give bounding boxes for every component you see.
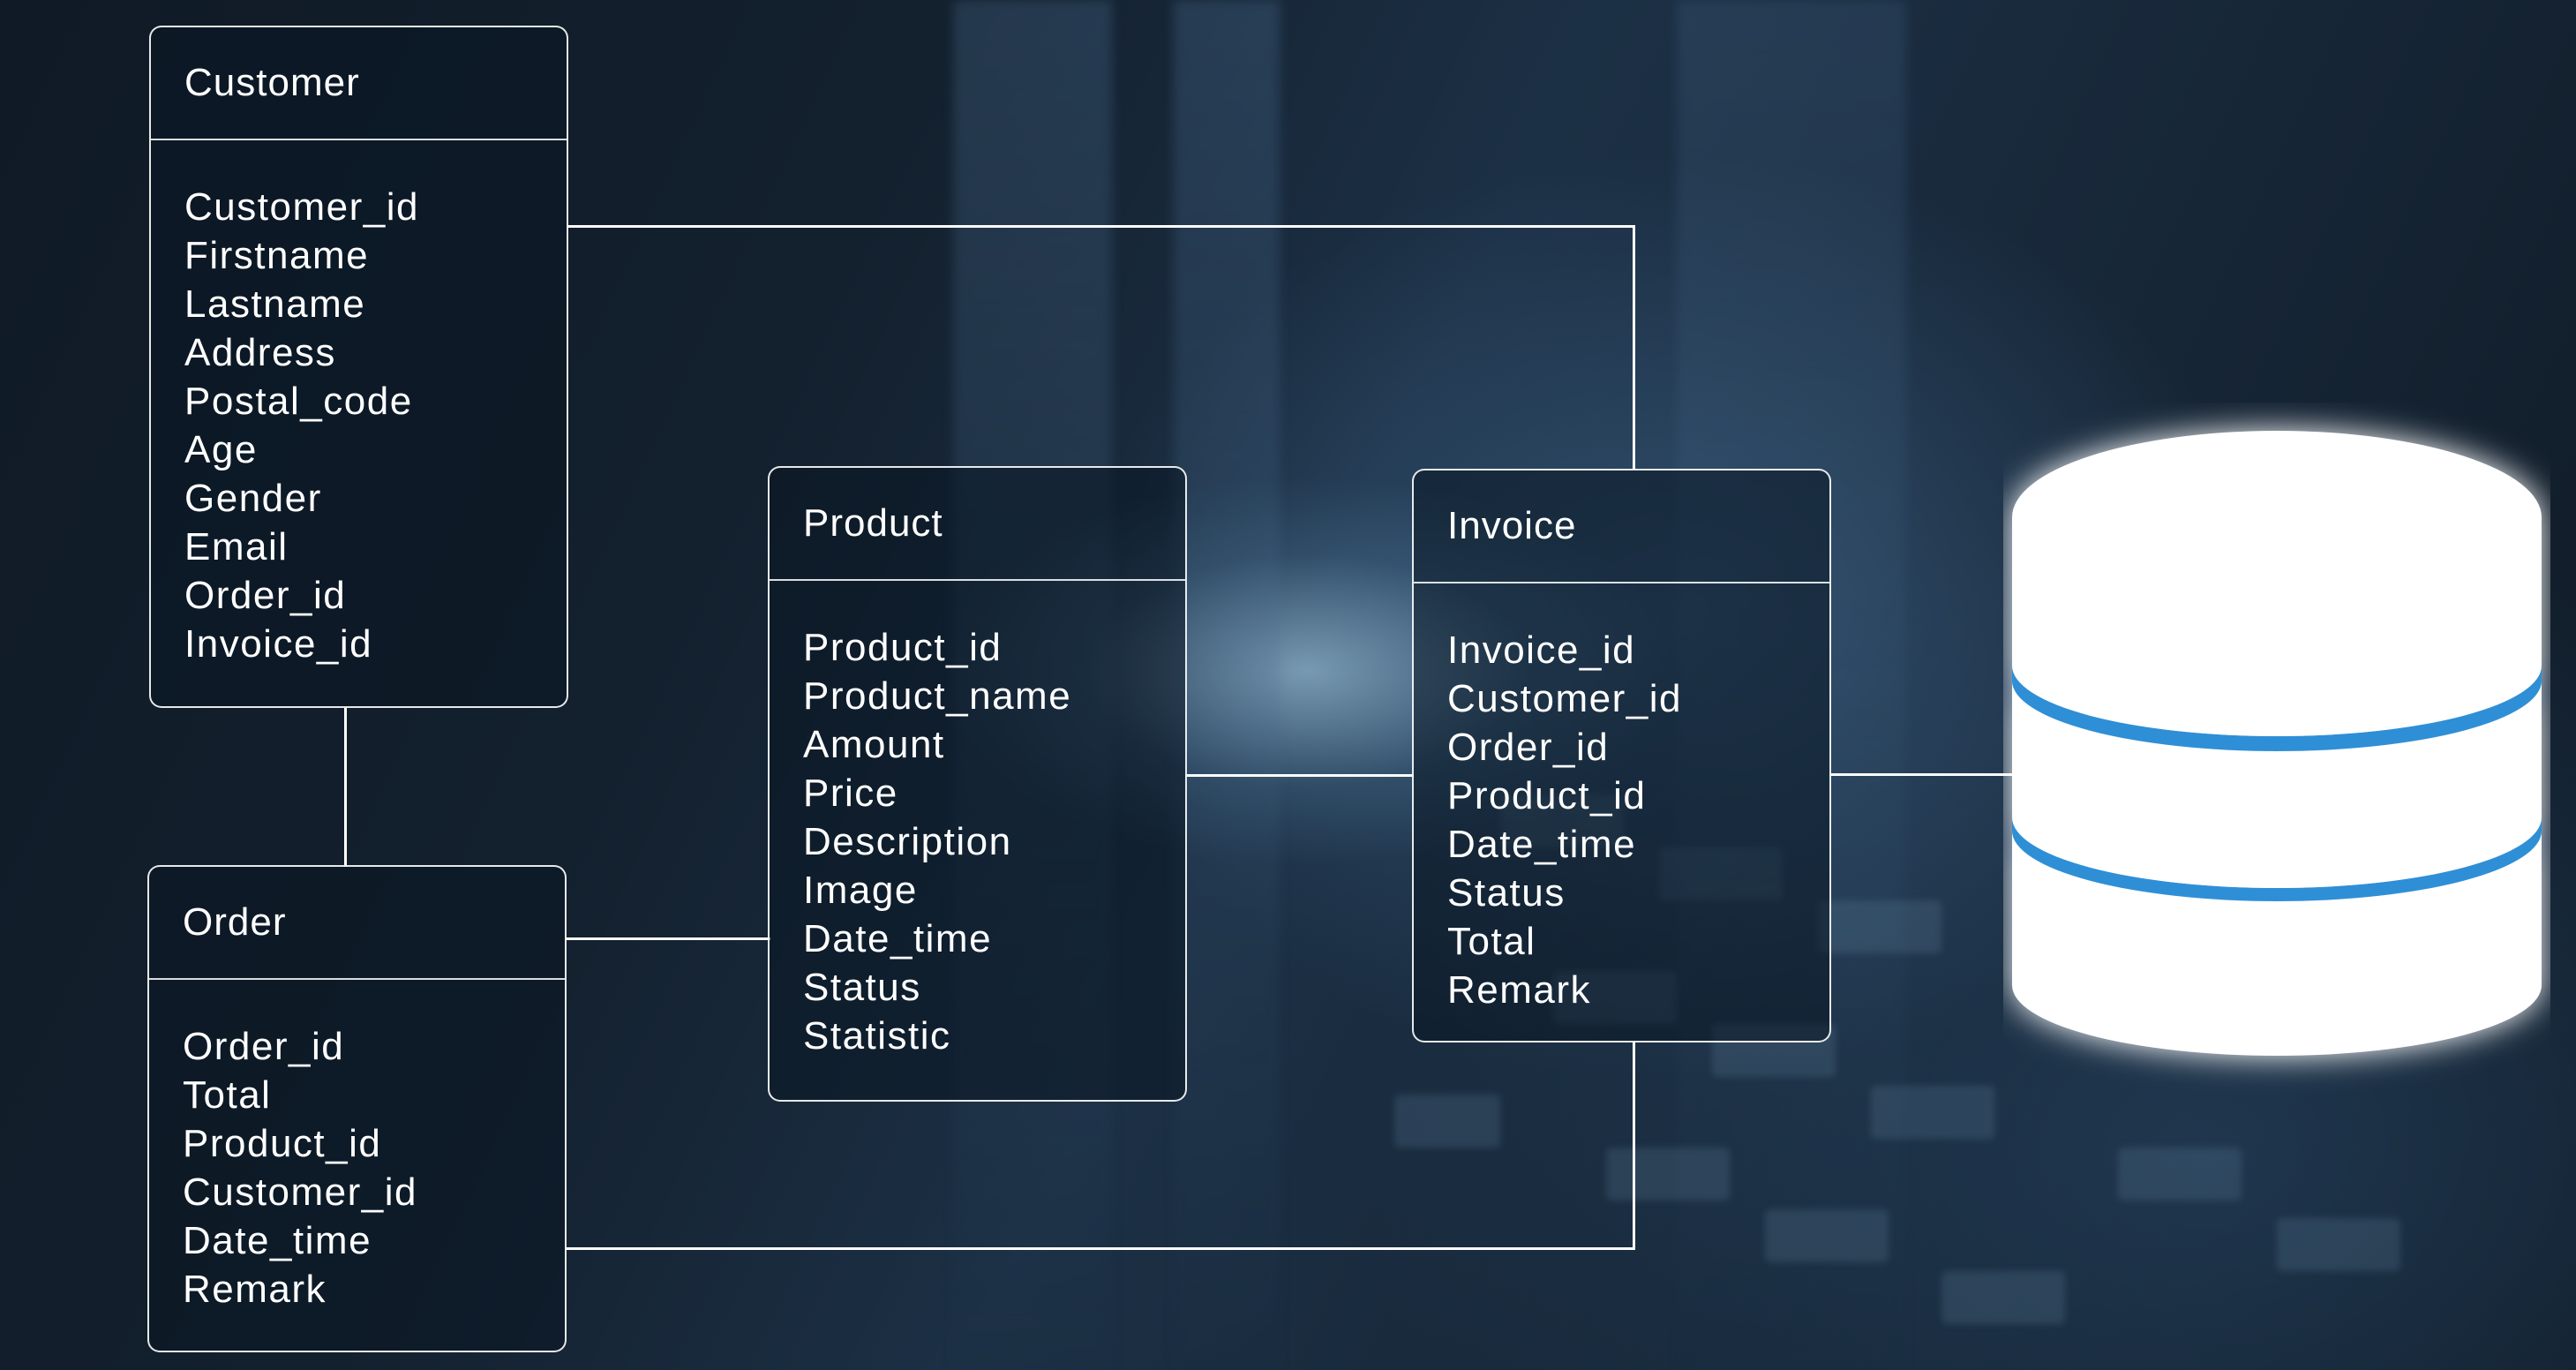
field-date-time: Date_time [1447,823,1637,866]
field-statistic: Statistic [803,1014,951,1058]
field-order-id: Order_id [183,1025,345,1068]
field-status: Status [803,966,921,1009]
entity-customer: Customer Customer_id Firstname Lastname … [149,26,568,708]
field-invoice-id: Invoice_id [184,622,373,666]
field-product-name: Product_name [803,674,1072,718]
entity-customer-title: Customer [151,27,567,140]
field-order-id: Order_id [1447,726,1610,769]
connector-invoice-database [1829,773,2015,776]
connector-customer-invoice-h [567,225,1635,228]
entity-order: Order Order_id Total Product_id Customer… [147,865,567,1352]
field-status: Status [1447,871,1566,915]
connector-order-invoice-v [1633,1042,1635,1250]
entity-order-fields: Order_id Total Product_id Customer_id Da… [149,980,565,1314]
connector-customer-order [344,708,347,867]
field-lastname: Lastname [184,282,366,326]
field-description: Description [803,820,1012,863]
field-email: Email [184,525,289,568]
entity-product-fields: Product_id Product_name Amount Price Des… [770,581,1185,1060]
entity-order-title: Order [149,867,565,980]
field-remark: Remark [183,1268,327,1311]
connector-customer-invoice-v [1633,225,1635,470]
entity-customer-fields: Customer_id Firstname Lastname Address P… [151,140,567,668]
field-remark: Remark [1447,968,1592,1012]
field-product-id: Product_id [803,626,1003,669]
field-firstname: Firstname [184,234,370,277]
connector-order-product [565,937,770,940]
entity-invoice-fields: Invoice_id Customer_id Order_id Product_… [1414,583,1829,1014]
field-image: Image [803,869,918,912]
field-price: Price [803,772,898,815]
field-customer-id: Customer_id [183,1171,417,1214]
field-date-time: Date_time [183,1219,372,1262]
field-customer-id: Customer_id [1447,677,1682,720]
field-amount: Amount [803,723,945,766]
field-date-time: Date_time [803,917,993,960]
field-age: Age [184,428,258,471]
field-gender: Gender [184,477,322,520]
field-order-id: Order_id [184,574,347,617]
entity-invoice: Invoice Invoice_id Customer_id Order_id … [1412,469,1831,1043]
connector-product-invoice [1185,774,1414,777]
entity-product-title: Product [770,468,1185,581]
field-total: Total [1447,920,1536,963]
field-product-id: Product_id [183,1122,382,1165]
database-icon [2012,431,2542,1056]
database-body [2012,431,2542,1056]
field-total: Total [183,1073,272,1117]
field-address: Address [184,331,336,374]
field-customer-id: Customer_id [184,185,419,229]
entity-product: Product Product_id Product_name Amount P… [768,466,1187,1102]
entity-invoice-title: Invoice [1414,470,1829,583]
field-invoice-id: Invoice_id [1447,629,1636,672]
field-postal-code: Postal_code [184,380,413,423]
field-product-id: Product_id [1447,774,1647,817]
connector-order-invoice-h [565,1247,1635,1250]
